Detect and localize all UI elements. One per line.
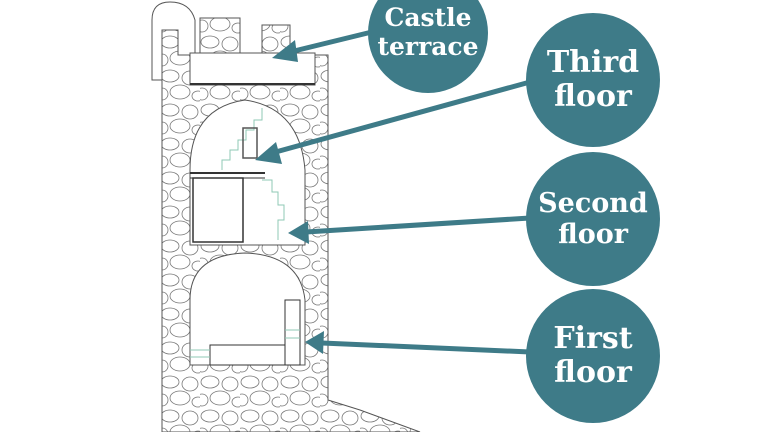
label-line: Castle [384, 3, 472, 33]
label-line: First [553, 320, 633, 356]
label-castle-terrace: Castle terrace [368, 0, 488, 93]
second-floor-stairs [262, 179, 285, 240]
label-line: floor [554, 355, 632, 390]
label-line: Second [538, 187, 648, 219]
first-floor-stairs [190, 329, 300, 358]
label-line: terrace [377, 32, 479, 61]
second-floor-circle [526, 152, 660, 286]
label-second-floor: Second floor [526, 152, 660, 286]
first-floor-room [189, 252, 306, 366]
arrows [255, 27, 531, 355]
label-third-floor: Third floor [526, 13, 660, 147]
first-floor-circle [526, 289, 660, 423]
label-line: Third [546, 44, 640, 80]
castle-terrace-circle [368, 0, 488, 93]
label-line: floor [554, 79, 632, 114]
label-line: floor [558, 219, 628, 250]
third-floor-stairs [221, 108, 263, 170]
third-floor-circle [526, 13, 660, 147]
turret [151, 1, 196, 81]
label-first-floor: First floor [526, 289, 660, 423]
